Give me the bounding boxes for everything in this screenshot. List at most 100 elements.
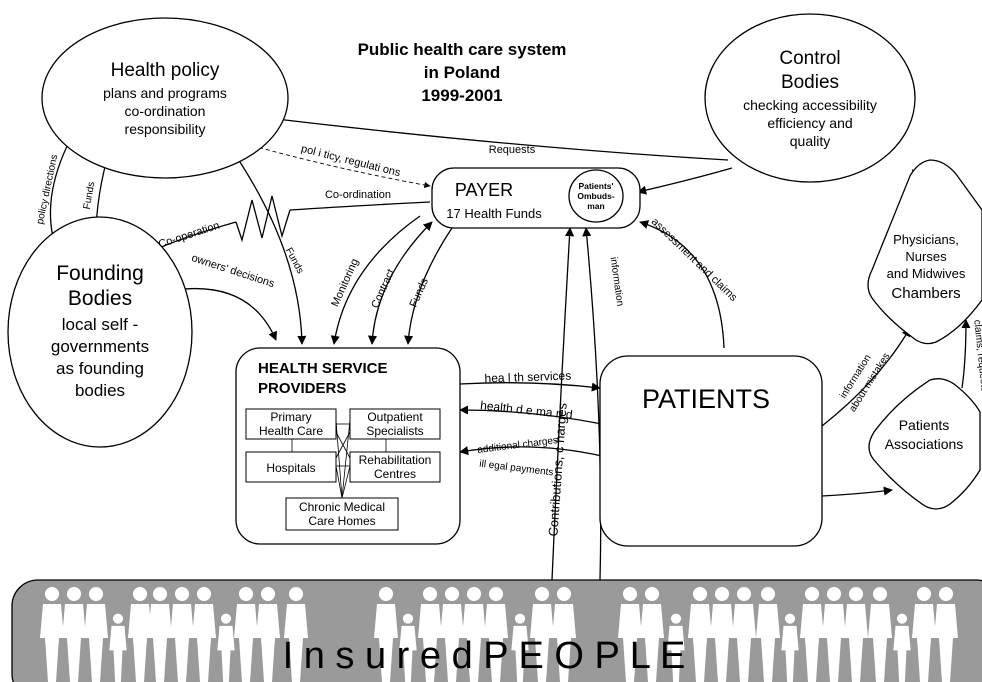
contract-label: Contract (369, 267, 397, 310)
health-demand-label: health d e ma n d (480, 398, 574, 422)
person-figure (893, 613, 911, 682)
ombudsman-circle (568, 169, 624, 223)
info-mistakes-connector (821, 327, 911, 427)
chronic-care-box: Chronic Medical Care Homes (285, 497, 399, 531)
person-figure (399, 613, 417, 682)
claims-requests-connector (961, 319, 971, 389)
health-services-connector (459, 382, 601, 392)
control-bodies-title-2: Bodies (781, 72, 839, 93)
title-line-2: in Poland (424, 63, 501, 82)
assessment-connector (639, 220, 725, 349)
ombudsman-line-2: Ombuds- (577, 191, 614, 201)
person-figure (552, 587, 576, 682)
person-figure (912, 587, 936, 682)
funds-hp-fb-label: Funds (82, 181, 98, 210)
health-policy-node: Health policy plans and programs co-ordi… (41, 17, 289, 179)
additional-charges-label: additional charges (477, 435, 559, 456)
funds-hp-hsp-connector (231, 149, 307, 345)
associations-node: Patients Associations (868, 378, 981, 510)
additional-charges-connector (459, 446, 603, 457)
person-figure (640, 587, 664, 682)
patients-associations-connector (821, 486, 893, 497)
chambers-line-2: Nurses (905, 249, 947, 264)
providers-title-1: HEALTH SERVICE (258, 360, 387, 377)
payer-subtitle: 17 Health Funds (446, 206, 542, 221)
title-line-3: 1999-2001 (421, 86, 502, 105)
funds-hp-hsp-label: Funds (283, 246, 306, 276)
person-figure (109, 613, 127, 682)
illegal-payments-label: ill egal payments (479, 459, 554, 479)
coordination-zigzag (235, 195, 291, 243)
health-policy-line-1: plans and programs (103, 85, 227, 101)
person-figure (800, 587, 824, 682)
person-figure (844, 587, 868, 682)
person-figure (217, 613, 235, 682)
contract-connector (367, 221, 433, 345)
claims-requests-label: claims, requests (971, 319, 982, 392)
person-figure (62, 587, 86, 682)
funds-payer-hsp-connector (404, 227, 453, 345)
person-figure (170, 587, 194, 682)
policy-directions-label: policy directions (35, 154, 61, 226)
person-figure (84, 587, 108, 682)
health-policy-title: Health policy (111, 60, 220, 81)
people-figures (40, 587, 958, 682)
title-line-1: Public health care system (358, 40, 567, 59)
person-figure (128, 587, 152, 682)
coordination-connector (289, 201, 431, 211)
associations-line-2: Associations (885, 436, 964, 452)
chambers-line-3: and Midwives (887, 266, 966, 281)
person-figure (284, 587, 308, 682)
rehabilitation-line-1: Rehabilitation (359, 453, 432, 467)
hospitals-label: Hospitals (266, 461, 315, 475)
outpatient-line-2: Specialists (366, 424, 423, 438)
person-figure (868, 587, 892, 682)
person-figure (530, 587, 554, 682)
founding-bodies-line-2: governments (51, 337, 149, 356)
providers-links (291, 419, 387, 499)
chambers-line-4: Chambers (891, 285, 960, 302)
person-figure (148, 587, 172, 682)
health-policy-line-3: responsibility (125, 121, 206, 137)
information-label: information (608, 256, 626, 307)
chronic-care-line-2: Care Homes (308, 514, 375, 528)
person-figure (374, 587, 398, 682)
diagram-title: Public health care system in Poland 1999… (358, 40, 567, 105)
person-figure (710, 587, 734, 682)
payer-node: PAYER 17 Health Funds Patients' Ombuds- … (431, 167, 641, 229)
patients-node: PATIENTS (599, 355, 823, 547)
owners-decisions-connector (174, 287, 277, 341)
chambers-line-1: Physicians, (893, 232, 959, 247)
person-figure (511, 613, 529, 682)
information-connector (582, 227, 602, 581)
person-figure (732, 587, 756, 682)
health-policy-line-2: co-ordination (125, 103, 206, 119)
patients-label: PATIENTS (642, 384, 770, 414)
person-figure (440, 587, 464, 682)
founding-bodies-node: Founding Bodies local self - governments… (7, 216, 193, 448)
founding-bodies-line-1: local self - (62, 315, 139, 334)
providers-title-2: PROVIDERS (258, 380, 346, 397)
person-figure (256, 587, 280, 682)
politicy-label: pol i ticy, regulati ons (300, 143, 402, 179)
control-bodies-title-1: Control (779, 48, 840, 69)
insured-people-band: I n s u r e d P E O P L E (11, 579, 982, 682)
person-figure (484, 587, 508, 682)
providers-node: HEALTH SERVICE PROVIDERS Primary Health … (235, 347, 461, 545)
person-figure (618, 587, 642, 682)
assessment-label: assessment and claims (649, 216, 740, 304)
person-figure (822, 587, 846, 682)
person-figure (234, 587, 258, 682)
health-services-label: hea l th services (484, 368, 571, 385)
coordination-label: Co-ordination (325, 189, 391, 201)
associations-line-1: Patients (899, 417, 950, 433)
founding-bodies-line-4: bodies (75, 381, 125, 400)
funds-payer-hsp-label: Funds (408, 276, 432, 309)
chronic-care-line-1: Chronic Medical (299, 500, 385, 514)
outpatient-box: Outpatient Specialists (349, 408, 441, 440)
outpatient-line-1: Outpatient (367, 410, 423, 424)
primary-care-box: Primary Health Care (245, 408, 337, 440)
person-figure (781, 613, 799, 682)
person-figure (462, 587, 486, 682)
